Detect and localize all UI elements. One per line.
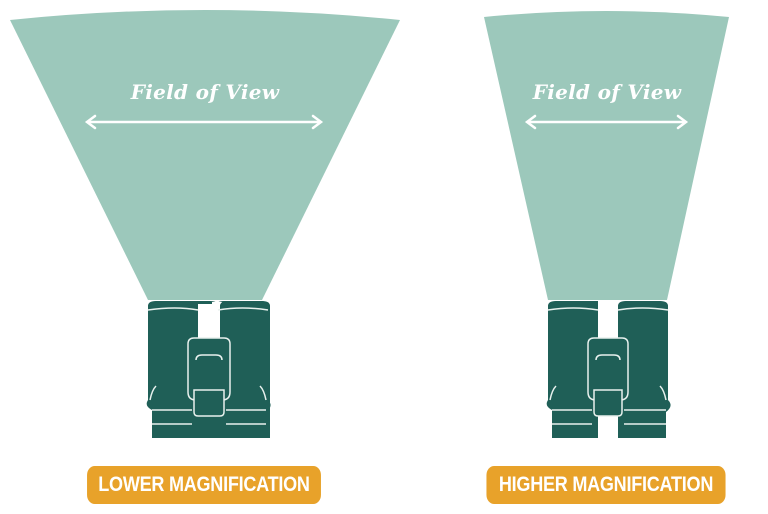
fov-cone-higher	[484, 11, 729, 300]
badge-higher-magnification: HIGHER MAGNIFICATION	[486, 466, 726, 504]
binoculars-icon	[546, 301, 671, 438]
fov-label-higher: Field of View	[532, 80, 682, 104]
fov-label-lower: Field of View	[130, 80, 280, 104]
badge-lower-magnification: LOWER MAGNIFICATION	[87, 466, 321, 504]
double-arrow-icon	[84, 114, 324, 130]
binoculars-icon	[146, 301, 271, 438]
double-arrow-icon	[524, 114, 689, 130]
fov-cone-lower	[10, 10, 400, 300]
